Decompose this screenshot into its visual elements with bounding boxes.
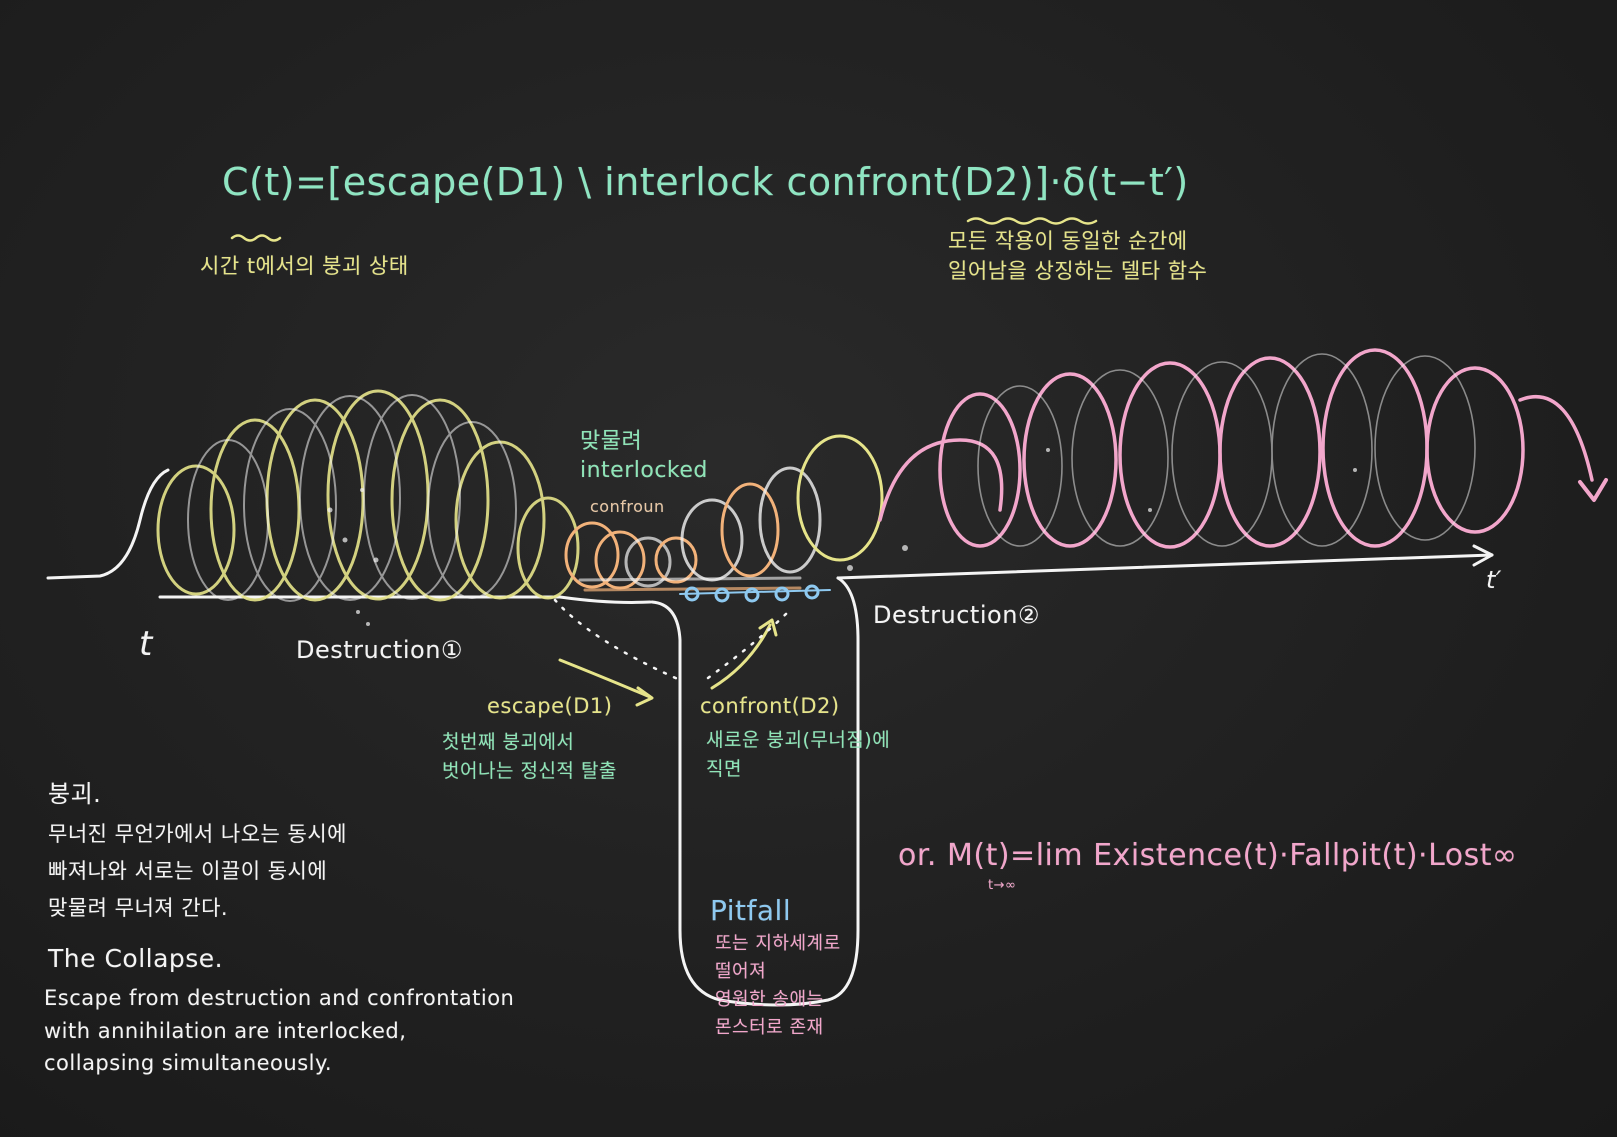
escape-label: escape(D1) [487,694,613,718]
dotted-guide-right [706,608,792,680]
note-en-title: The Collapse. [48,944,224,973]
axis-left [158,595,652,604]
m-formula-main: or. M(t)=lim Existence(t)·Fallpit(t)·Los… [898,838,1518,873]
loops-destruction-2 [878,348,1594,549]
loops-interlock [564,434,884,592]
axis-t-prime-label: t′ [1486,566,1502,594]
interlock-label: 맞물려 interlocked [580,429,708,483]
delta-underline [966,217,1098,225]
collapse-formula: C(t)=[escape(D1) \ interlock confront(D2… [222,160,1189,204]
c-t-underline [230,234,282,242]
confront-arrow-icon [710,623,772,690]
pit-beads [679,584,831,603]
destruction-2-label: Destruction② [873,601,1040,629]
pit-outline [650,576,860,1007]
end-arrow-icon [1578,478,1608,502]
dotted-guide-left [553,598,682,682]
note-kr-body: 무너진 무언가에서 나오는 동시에 빠져나와 서로는 이끌이 동시에 맞물려 무… [48,822,348,920]
axis-t-label: t [139,624,153,664]
escape-annotation: 첫번째 붕괴에서 벗어나는 정신적 탈출 [442,731,617,782]
m-formula: or. M(t)=lim Existence(t)·Fallpit(t)·Los… [898,838,1518,893]
entry-curve [46,468,170,580]
confront-annotation: 새로운 붕괴(무너짐)에 직면 [706,729,891,780]
delta-annotation: 모든 작용이 동일한 순간에 일어남을 상징하는 델타 함수 [948,229,1208,284]
chalk-dots [327,448,1357,626]
axis-right [836,553,1494,580]
note-kr-title: 붕괴. [48,780,102,808]
m-formula-limit: t→∞ [988,878,1017,893]
confroun-label: confroun [590,497,665,516]
destruction-1-label: Destruction① [296,636,463,664]
loops-destruction-2-white [977,353,1476,547]
pitfall-label: Pitfall [710,894,792,927]
escape-arrow-icon [558,658,652,699]
pitfall-annotation: 또는 지하세계로 떨어져 영원한 송애는 몬스터로 존재 [715,933,841,1038]
loops-destruction-1-white [187,394,517,602]
confront-label: confront(D2) [700,694,840,718]
axis-arrow [1472,544,1494,567]
note-en-body: Escape from destruction and confrontatio… [44,986,515,1076]
c-t-annotation: 시간 t에서의 붕괴 상태 [200,254,409,278]
